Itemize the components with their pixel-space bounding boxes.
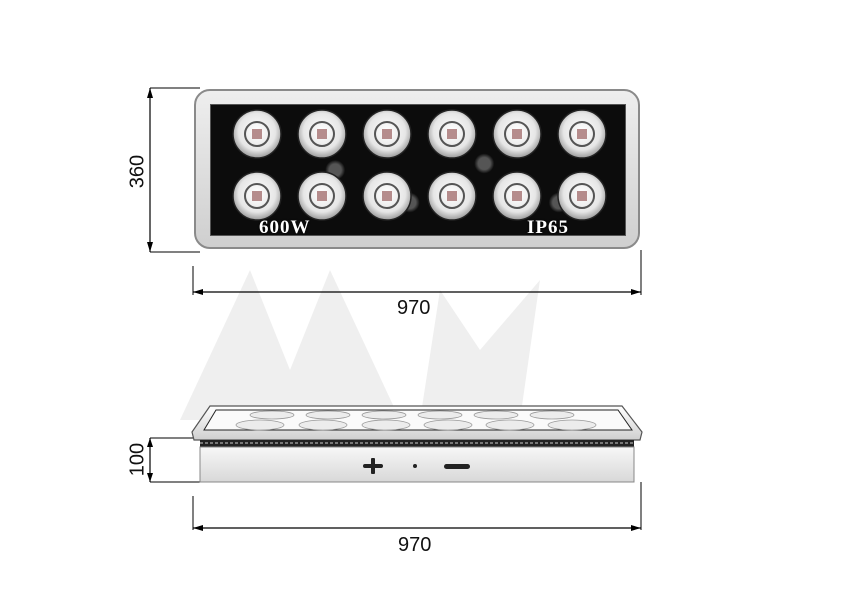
led-row-2 <box>232 171 607 221</box>
height-dimension-label-front: 360 <box>126 154 149 189</box>
power-label: 600W <box>259 217 311 238</box>
width-dimension-label-front: 970 <box>397 297 431 319</box>
lamp-housing-side <box>191 405 643 483</box>
ip-rating-label: IP65 <box>527 217 569 238</box>
led-panel: 600W IP65 <box>210 104 626 238</box>
width-dimension-line-front <box>192 250 642 295</box>
width-dimension-label-side: 970 <box>398 534 432 556</box>
width-dimension-line-side <box>192 482 642 531</box>
side-view: 100 <box>0 390 843 600</box>
height-dimension-line-front <box>147 87 200 253</box>
front-view: 360 <box>126 87 642 319</box>
watermark-logo <box>180 270 540 420</box>
led-array <box>232 109 607 221</box>
led-row-1 <box>232 109 607 159</box>
height-dimension-line-side <box>147 437 200 483</box>
height-dimension-label-side: 100 <box>126 442 149 477</box>
led-lens-row-side <box>235 410 597 431</box>
lamp-housing-front: 600W IP65 <box>194 89 640 249</box>
side-fixtures <box>363 458 470 474</box>
